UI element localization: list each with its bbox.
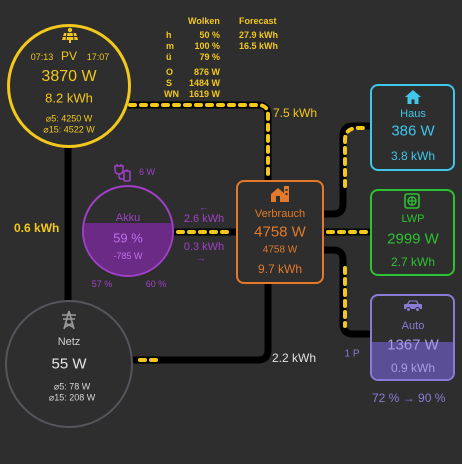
flow-pv-netz: 0.6 kWh	[14, 221, 60, 235]
auto-energy: 0.9 kWh	[390, 361, 436, 375]
pv-label: PV	[60, 49, 78, 63]
weather-row-label: m	[166, 41, 175, 51]
power-row-value: 1619 W	[188, 89, 220, 99]
pv-energy: 8.2 kWh	[45, 90, 93, 106]
power-row-label: O	[166, 67, 174, 77]
car-icon	[404, 300, 422, 312]
pv-power: 3870 W	[41, 68, 97, 85]
wolken-value: 100 %	[194, 41, 220, 51]
netz-power: 55 W	[51, 355, 87, 373]
weather-row-label: h	[166, 30, 172, 40]
akku-out-arrow: →	[196, 253, 206, 265]
auto-soc-range: 72 % → 90 %	[372, 391, 445, 405]
verbrauch-power: 4758 W	[254, 223, 306, 241]
wolken-header: Wolken	[188, 16, 220, 26]
lwp-power: 2999 W	[387, 230, 439, 248]
netz-label: Netz	[57, 336, 81, 348]
power-row-label: WN	[164, 89, 179, 99]
power-row-value: 876 W	[193, 67, 220, 77]
akku-in-arrow: ←	[199, 202, 209, 214]
haus-power: 386 W	[391, 122, 435, 140]
flow-dashes-pv-verbrauch	[128, 103, 270, 180]
forecast-value: 27.9 kWh	[239, 30, 279, 40]
auto-soc-from: 72 %	[372, 391, 400, 405]
netz-circle[interactable]	[5, 300, 133, 428]
auto-soc-arrow: →	[402, 391, 415, 405]
akku-max: 60 %	[145, 279, 167, 289]
akku-min: 57 %	[91, 279, 113, 289]
akku-in-energy: 2.6 kWh	[183, 213, 225, 225]
lwp-energy: 2.7 kWh	[390, 255, 436, 269]
wolken-value: 79 %	[199, 52, 220, 62]
home-icon	[405, 90, 421, 104]
wolken-value: 50 %	[199, 30, 220, 40]
akku-out-energy: 0.3 kWh	[183, 241, 225, 253]
house-factory-icon	[271, 186, 289, 202]
akku-soc: 59 %	[113, 230, 143, 246]
power-pylon-icon	[62, 310, 76, 330]
lwp-label: LWP	[401, 213, 425, 225]
pv-circle[interactable]	[7, 24, 131, 148]
akku-soc-fill	[84, 223, 172, 275]
solar-panel-icon	[62, 27, 78, 43]
power-row-value: 1484 W	[188, 78, 220, 88]
auto-power: 1367 W	[387, 336, 439, 354]
verbrauch-energy: 9.7 kWh	[257, 262, 303, 276]
netz-avg15: ⌀15: 208 W	[48, 392, 96, 403]
pv-sunrise: 07:13	[30, 52, 54, 62]
haus-box[interactable]	[370, 84, 455, 171]
verbrauch-power-secondary: 4758 W	[262, 244, 298, 256]
flow-netz-verbrauch: 2.2 kWh	[272, 351, 317, 365]
line-netz-verbrauch	[129, 281, 272, 364]
forecast-header: Forecast	[239, 16, 277, 26]
verbrauch-label: Verbrauch	[254, 208, 306, 220]
netz-avg5: ⌀5: 78 W	[53, 381, 91, 392]
akku-power: -785 W	[113, 251, 143, 261]
auto-label: Auto	[401, 320, 425, 332]
akku-circle[interactable]	[82, 185, 174, 277]
heat-pump-icon	[404, 193, 420, 209]
battery-charging-icon	[114, 164, 131, 182]
pv-avg5: ⌀5: 4250 W	[45, 113, 93, 124]
auto-charge-fill	[372, 341, 453, 379]
auto-soc-to: 90 %	[418, 391, 446, 405]
lwp-box[interactable]	[370, 189, 455, 276]
forecast-value: 16.5 kWh	[239, 41, 279, 51]
pv-sunset: 17:07	[86, 52, 110, 62]
haus-label: Haus	[400, 108, 426, 120]
haus-energy: 3.8 kWh	[390, 149, 436, 163]
weather-row-label: ü	[166, 52, 172, 62]
flow-dashes-verbrauch-haus	[343, 126, 368, 188]
flow-pv-verbrauch: 7.5 kWh	[273, 106, 318, 120]
auto-phases: 1 P	[344, 348, 360, 360]
pv-avg15: ⌀15: 4522 W	[43, 124, 95, 135]
akku-icon-power: 6 W	[139, 167, 156, 177]
akku-label: Akku	[115, 212, 141, 224]
power-row-label: S	[166, 78, 173, 88]
